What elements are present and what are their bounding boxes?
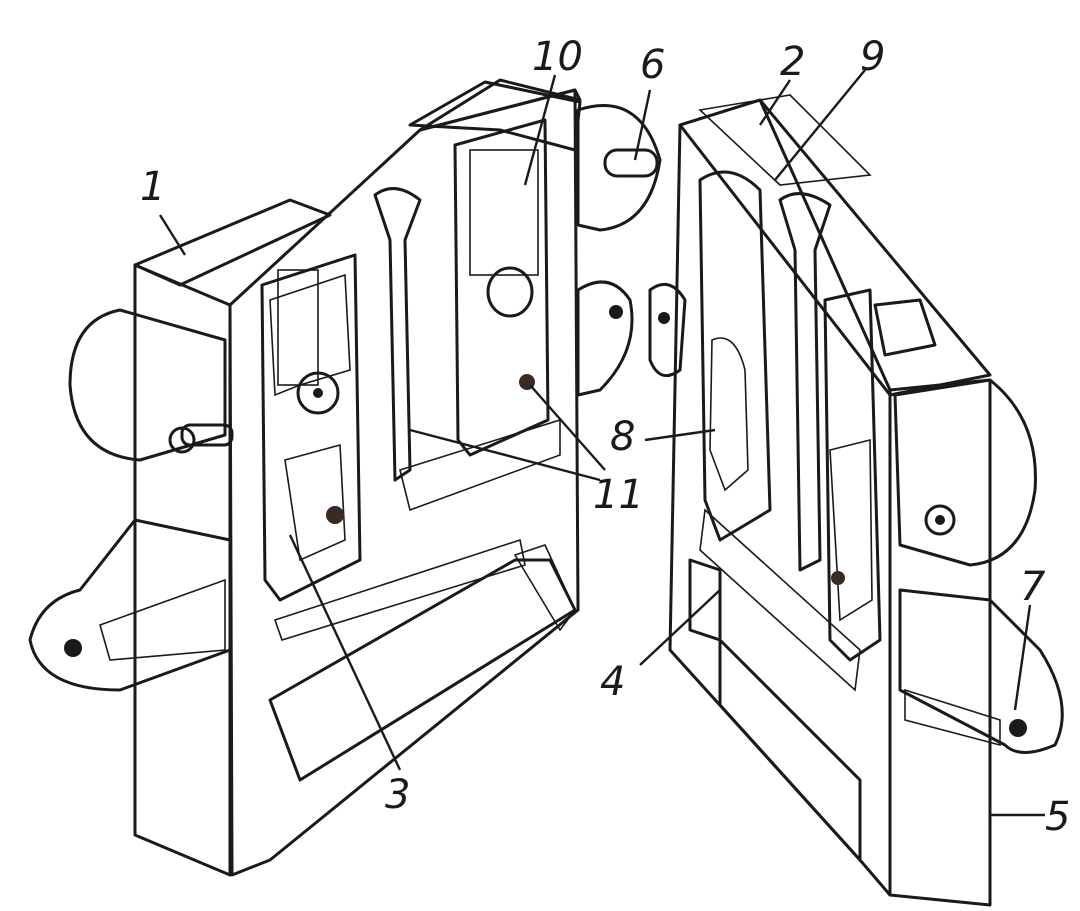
callout-8: 8	[610, 414, 635, 460]
callout-4: 4	[600, 659, 625, 705]
callout-7: 7	[1020, 564, 1046, 610]
leader-7	[1013, 604, 1032, 711]
callout-9: 9	[860, 34, 885, 80]
callout-11: 11	[593, 472, 644, 518]
callout-10: 10	[532, 34, 583, 80]
leader-4	[639, 589, 721, 666]
leader-10	[523, 74, 557, 186]
callout-3: 3	[385, 772, 410, 818]
leader-11b	[529, 384, 606, 471]
leader-9	[774, 69, 866, 181]
callout-6: 6	[640, 42, 665, 88]
leader-2	[759, 79, 791, 126]
callout-5: 5	[1045, 794, 1070, 840]
right-mold-half	[648, 94, 1064, 907]
callout-labels: 1 2 3 4 5 6 7 8 9 10 11	[140, 34, 1070, 840]
leader-8	[644, 428, 716, 442]
leader-lines	[158, 69, 1045, 817]
leader-3	[288, 534, 402, 771]
leader-1	[158, 214, 187, 256]
leader-11a	[409, 428, 601, 482]
left-mold-half	[28, 78, 662, 877]
leader-6	[633, 89, 652, 161]
callout-1: 1	[140, 164, 165, 210]
callout-2: 2	[780, 39, 805, 85]
